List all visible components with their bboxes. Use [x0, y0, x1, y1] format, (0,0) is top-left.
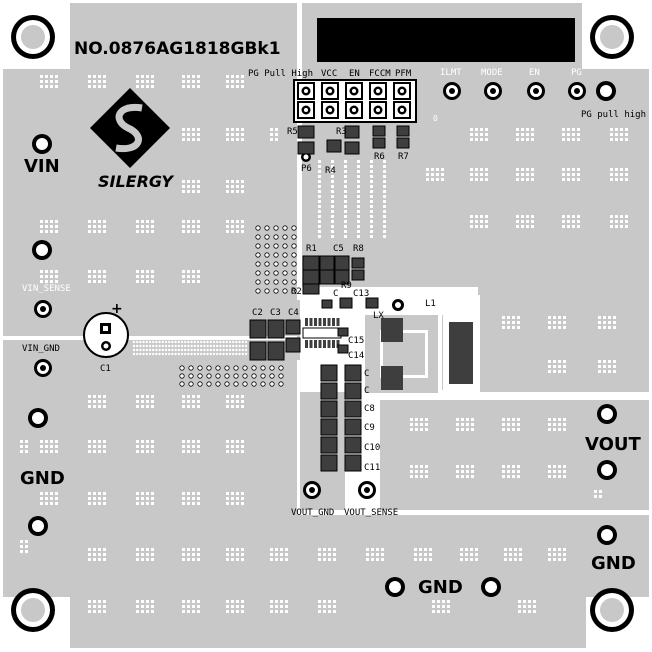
des-c8: C8	[364, 404, 375, 414]
header-label-en: EN	[349, 69, 360, 79]
header-label-pg-pull-high: PG Pull High	[248, 69, 313, 79]
vin-label: VIN	[24, 156, 60, 177]
header-label-fccm: FCCM	[369, 69, 391, 79]
terminal-vin-2	[32, 240, 52, 260]
terminal-gnd-1	[28, 408, 48, 428]
des-r7: R7	[398, 152, 409, 162]
mount-hole-br-drill	[600, 598, 624, 622]
logo-s-curve	[115, 103, 143, 153]
des-r8: R8	[353, 244, 364, 254]
des-r2: R2	[291, 287, 302, 297]
vin-gnd-label: VIN_GND	[22, 344, 60, 354]
des-r3: R3	[336, 127, 347, 137]
des-c14: C14	[348, 351, 364, 361]
pour-top-center	[70, 3, 298, 69]
header-label-vcc: VCC	[321, 69, 337, 79]
des-r4: R4	[325, 166, 336, 176]
gnd-bottom-label: GND	[418, 577, 463, 598]
terminal-gnd-bottom-1	[385, 577, 405, 597]
des-lx: LX	[373, 311, 384, 321]
labels: NO.0876AG1818GBk1 SILERGY PG Pull High V…	[20, 39, 646, 598]
vout-gnd-label: VOUT_GND	[291, 508, 334, 518]
pg-pull-high-label: PG pull high	[581, 110, 646, 120]
lx-pad-top	[381, 318, 403, 342]
gnd-left-label: GND	[20, 468, 65, 489]
des-c2: C2	[252, 308, 263, 318]
des-c12: C	[333, 289, 338, 299]
tp-ilmt	[443, 82, 461, 100]
terminal-vout-1	[597, 404, 617, 424]
tp-vin-sense	[34, 300, 52, 318]
jumper-headers	[293, 79, 417, 123]
tp-en	[527, 82, 545, 100]
silergy-logo-mark	[90, 88, 170, 168]
des-c15: C15	[348, 336, 364, 346]
tp-mode	[484, 82, 502, 100]
small-zero-label: 0	[433, 114, 438, 123]
tp-pg-pull-high	[596, 81, 616, 101]
sense-test-points	[34, 81, 616, 499]
gnd-right-label: GND	[591, 553, 636, 574]
brand-text: SILERGY	[98, 172, 174, 191]
vout-label: VOUT	[585, 434, 642, 455]
header-pins	[297, 82, 411, 119]
tp-lx	[392, 299, 404, 311]
des-c10: C10	[364, 443, 380, 453]
tp-label-pg: PG	[571, 68, 582, 78]
tp-label-mode: MODE	[481, 68, 503, 78]
power-terminals	[28, 134, 617, 597]
des-c9: C9	[364, 423, 375, 433]
des-c1: C1	[100, 364, 111, 374]
vin-sense-label: VIN_SENSE	[22, 284, 71, 294]
mounting-holes	[11, 15, 634, 632]
board-id: NO.0876AG1818GBk1	[74, 39, 281, 59]
tp-vin-gnd	[34, 359, 52, 377]
lx-pad-bottom	[381, 366, 403, 390]
des-c5: C5	[333, 244, 344, 254]
mount-hole-tr-drill	[600, 25, 624, 49]
des-c13: C13	[353, 289, 369, 299]
tp-pg	[568, 82, 586, 100]
mount-hole-tl-drill	[21, 25, 45, 49]
tp-vout-gnd	[303, 481, 321, 499]
vout-sense-label: VOUT_SENSE	[344, 508, 398, 518]
des-r9: R9	[341, 281, 352, 291]
tp-label-ilmt: ILMT	[440, 68, 462, 78]
des-plus: +	[111, 301, 123, 317]
terminal-gnd-right	[597, 525, 617, 545]
des-r1: R1	[306, 244, 317, 254]
pour-gnd-bottom-center	[70, 590, 586, 648]
des-c7: C	[364, 386, 369, 396]
des-l1: L1	[425, 299, 436, 309]
des-c6: C	[364, 369, 369, 379]
des-r5: R5	[287, 127, 298, 137]
des-p6: P6	[301, 164, 312, 174]
gap-vout-bottom	[345, 510, 649, 515]
terminal-gnd-2	[28, 516, 48, 536]
terminal-gnd-bottom-2	[481, 577, 501, 597]
mount-hole-bl-drill	[21, 598, 45, 622]
via-clusters	[20, 75, 628, 613]
gap-vout-top	[380, 392, 649, 400]
des-r6: R6	[374, 152, 385, 162]
l1-pad-body	[449, 322, 473, 384]
des-c11: C11	[364, 463, 380, 473]
gap-left-horiz	[3, 336, 297, 340]
l1-outline	[438, 295, 480, 394]
des-c3: C3	[270, 308, 281, 318]
smd-pads	[249, 125, 410, 472]
header-label-pfm: PFM	[395, 69, 412, 79]
tp-label-en: EN	[529, 68, 540, 78]
cap-c1	[83, 312, 129, 358]
terminal-vout-2	[597, 460, 617, 480]
label-box	[317, 18, 575, 62]
des-c4: C4	[288, 308, 299, 318]
pour-right-lower	[478, 287, 649, 392]
terminal-vin-1	[32, 134, 52, 154]
tp-vout-sense	[358, 481, 376, 499]
